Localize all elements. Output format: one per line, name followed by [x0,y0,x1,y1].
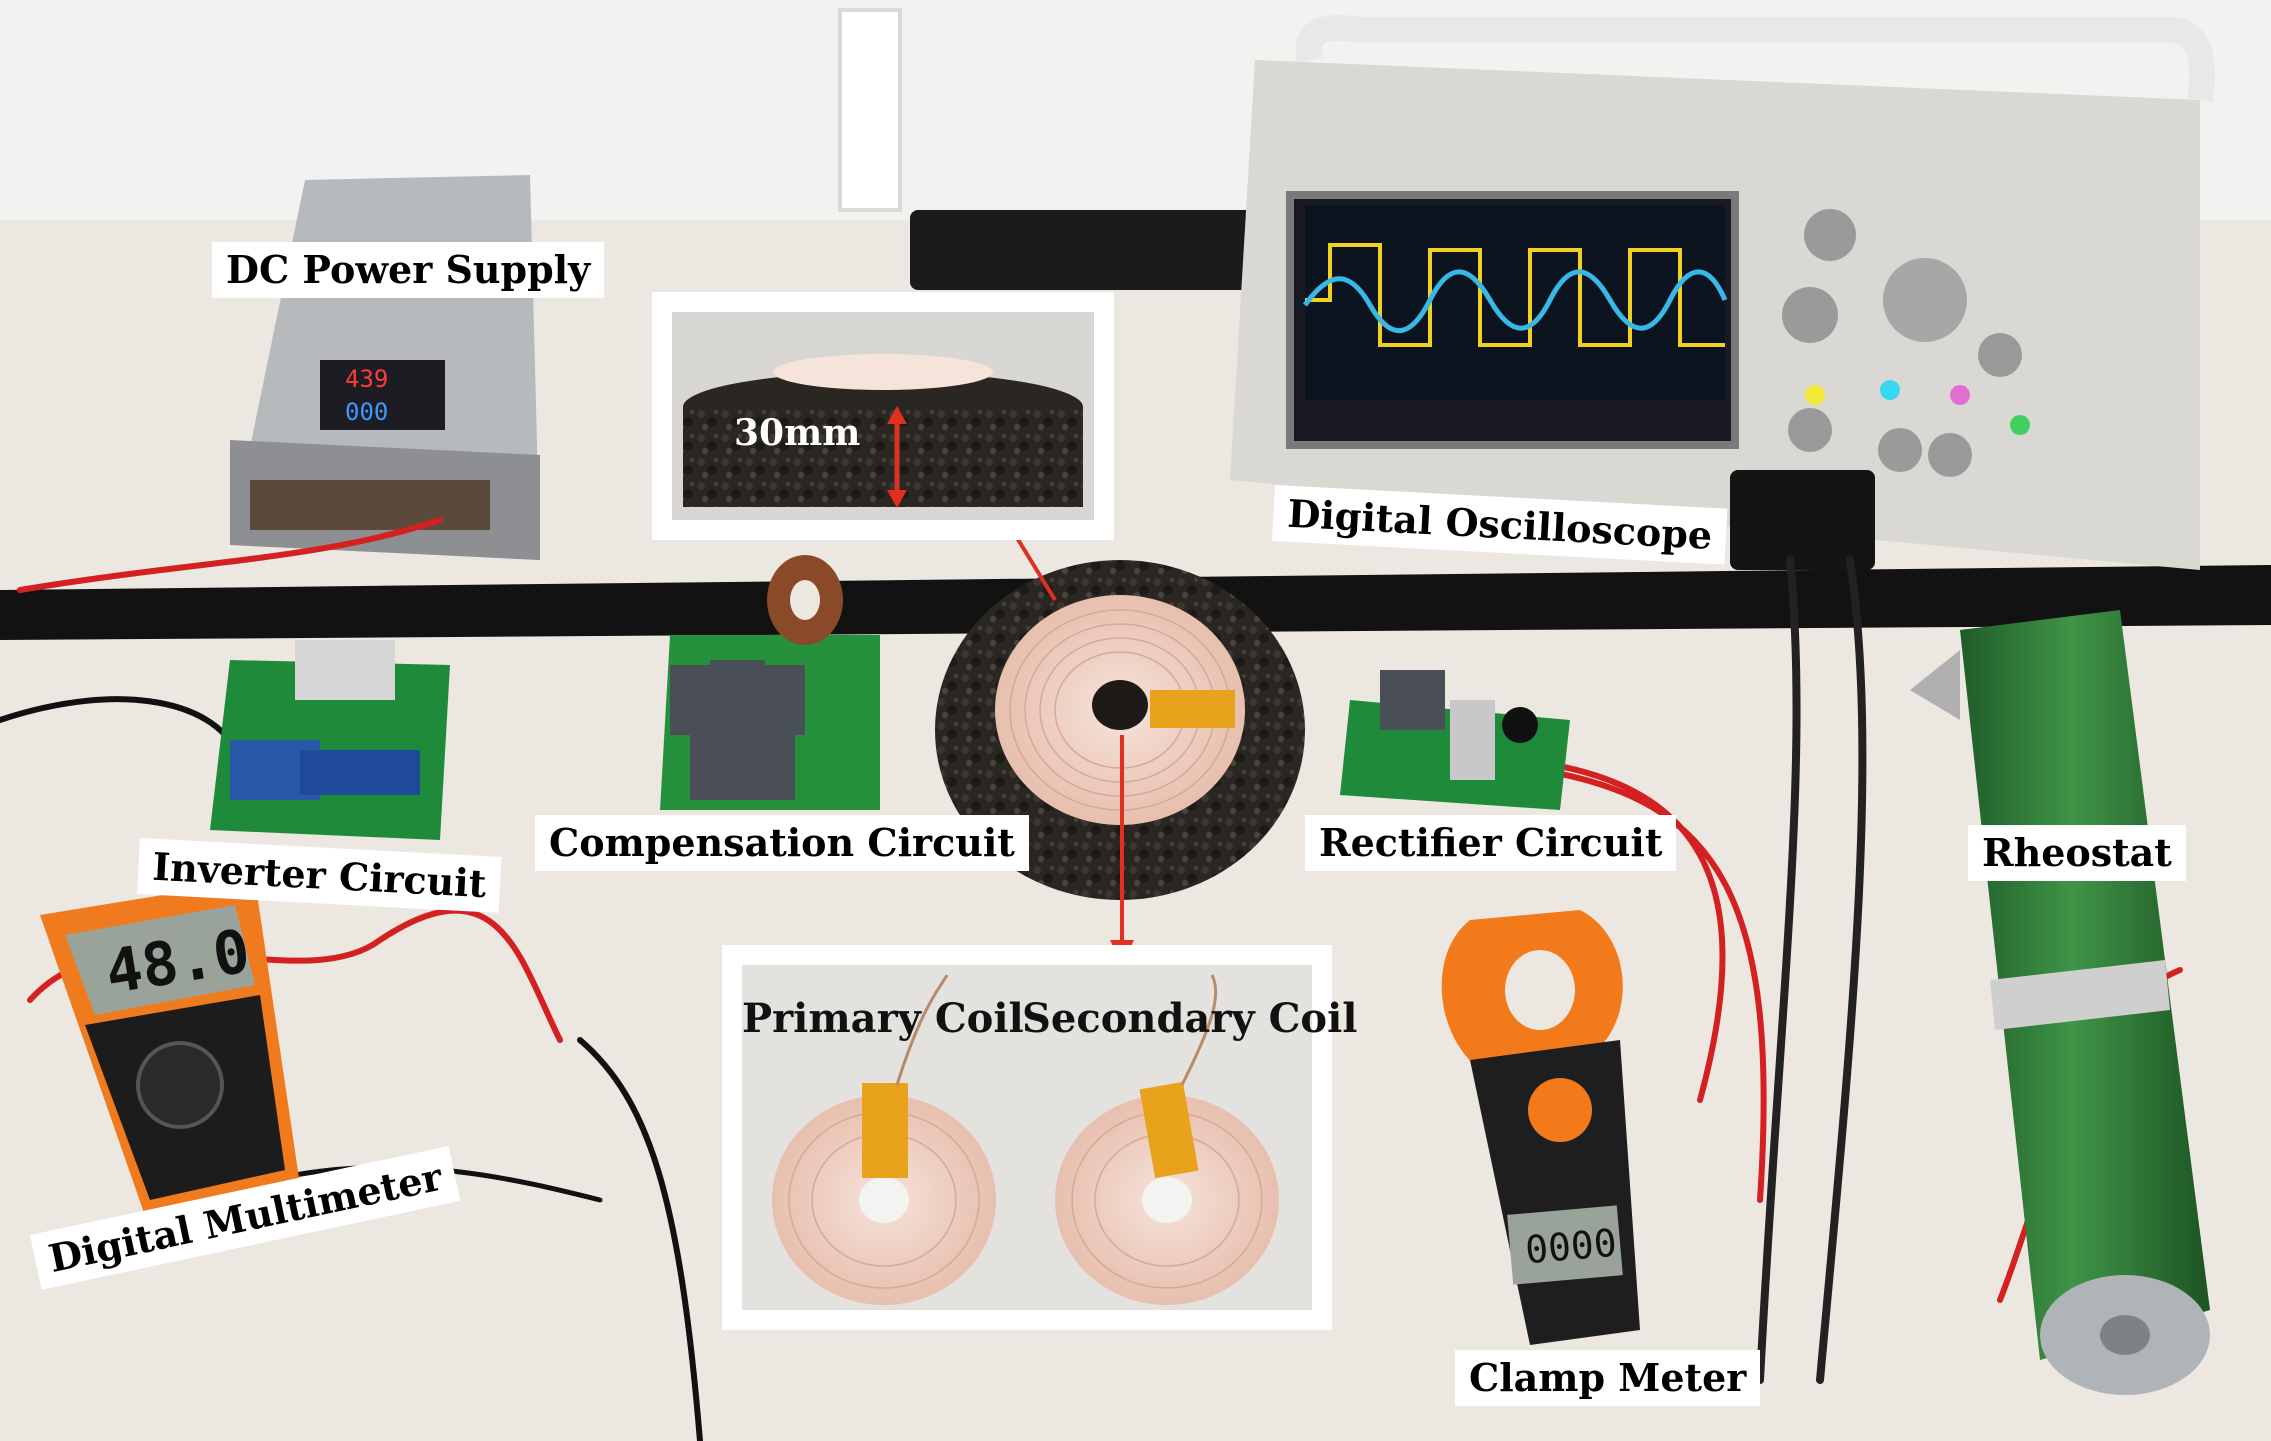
dc-power-supply-label: DC Power Supply [212,242,605,298]
compensation-circuit-label: Compensation Circuit [535,815,1029,871]
thickness-label: 30mm [734,412,861,454]
coils-inset-photo [742,965,1312,1310]
clamp-meter-readout: 0000 [1523,1221,1618,1273]
rheostat-label: Rheostat [1968,825,2186,881]
inverter-board [210,640,450,840]
power-strip [910,210,1270,290]
yellow-trace [1305,243,1725,347]
psu-voltage-readout: 439 [345,365,388,393]
oscilloscope-handle [1295,15,2215,102]
compensation-board [660,555,880,810]
wall-pipe [838,8,902,212]
secondary-coil-label: Secondary Coil [1022,995,1358,1042]
thickness-inset: 30mm [652,292,1114,540]
clamp-meter: 0000 [1441,910,1640,1345]
rheostat-resistor [1910,610,2210,1395]
digital-multimeter: 48.0 [40,880,300,1230]
primary-coil-label: Primary Coil [742,995,1024,1042]
psu-current-readout: 000 [345,398,388,426]
coils-inset: Primary Coil Secondary Coil [722,945,1358,1330]
oscilloscope-screen [1305,205,1725,400]
rectifier-circuit-label: Rectifier Circuit [1305,815,1677,871]
clamp-meter-label: Clamp Meter [1455,1350,1761,1406]
blue-trace [1302,269,1728,334]
rectifier-board [1340,670,1570,810]
thickness-inset-photo [672,312,1094,520]
digital-oscilloscope [1230,60,2200,570]
